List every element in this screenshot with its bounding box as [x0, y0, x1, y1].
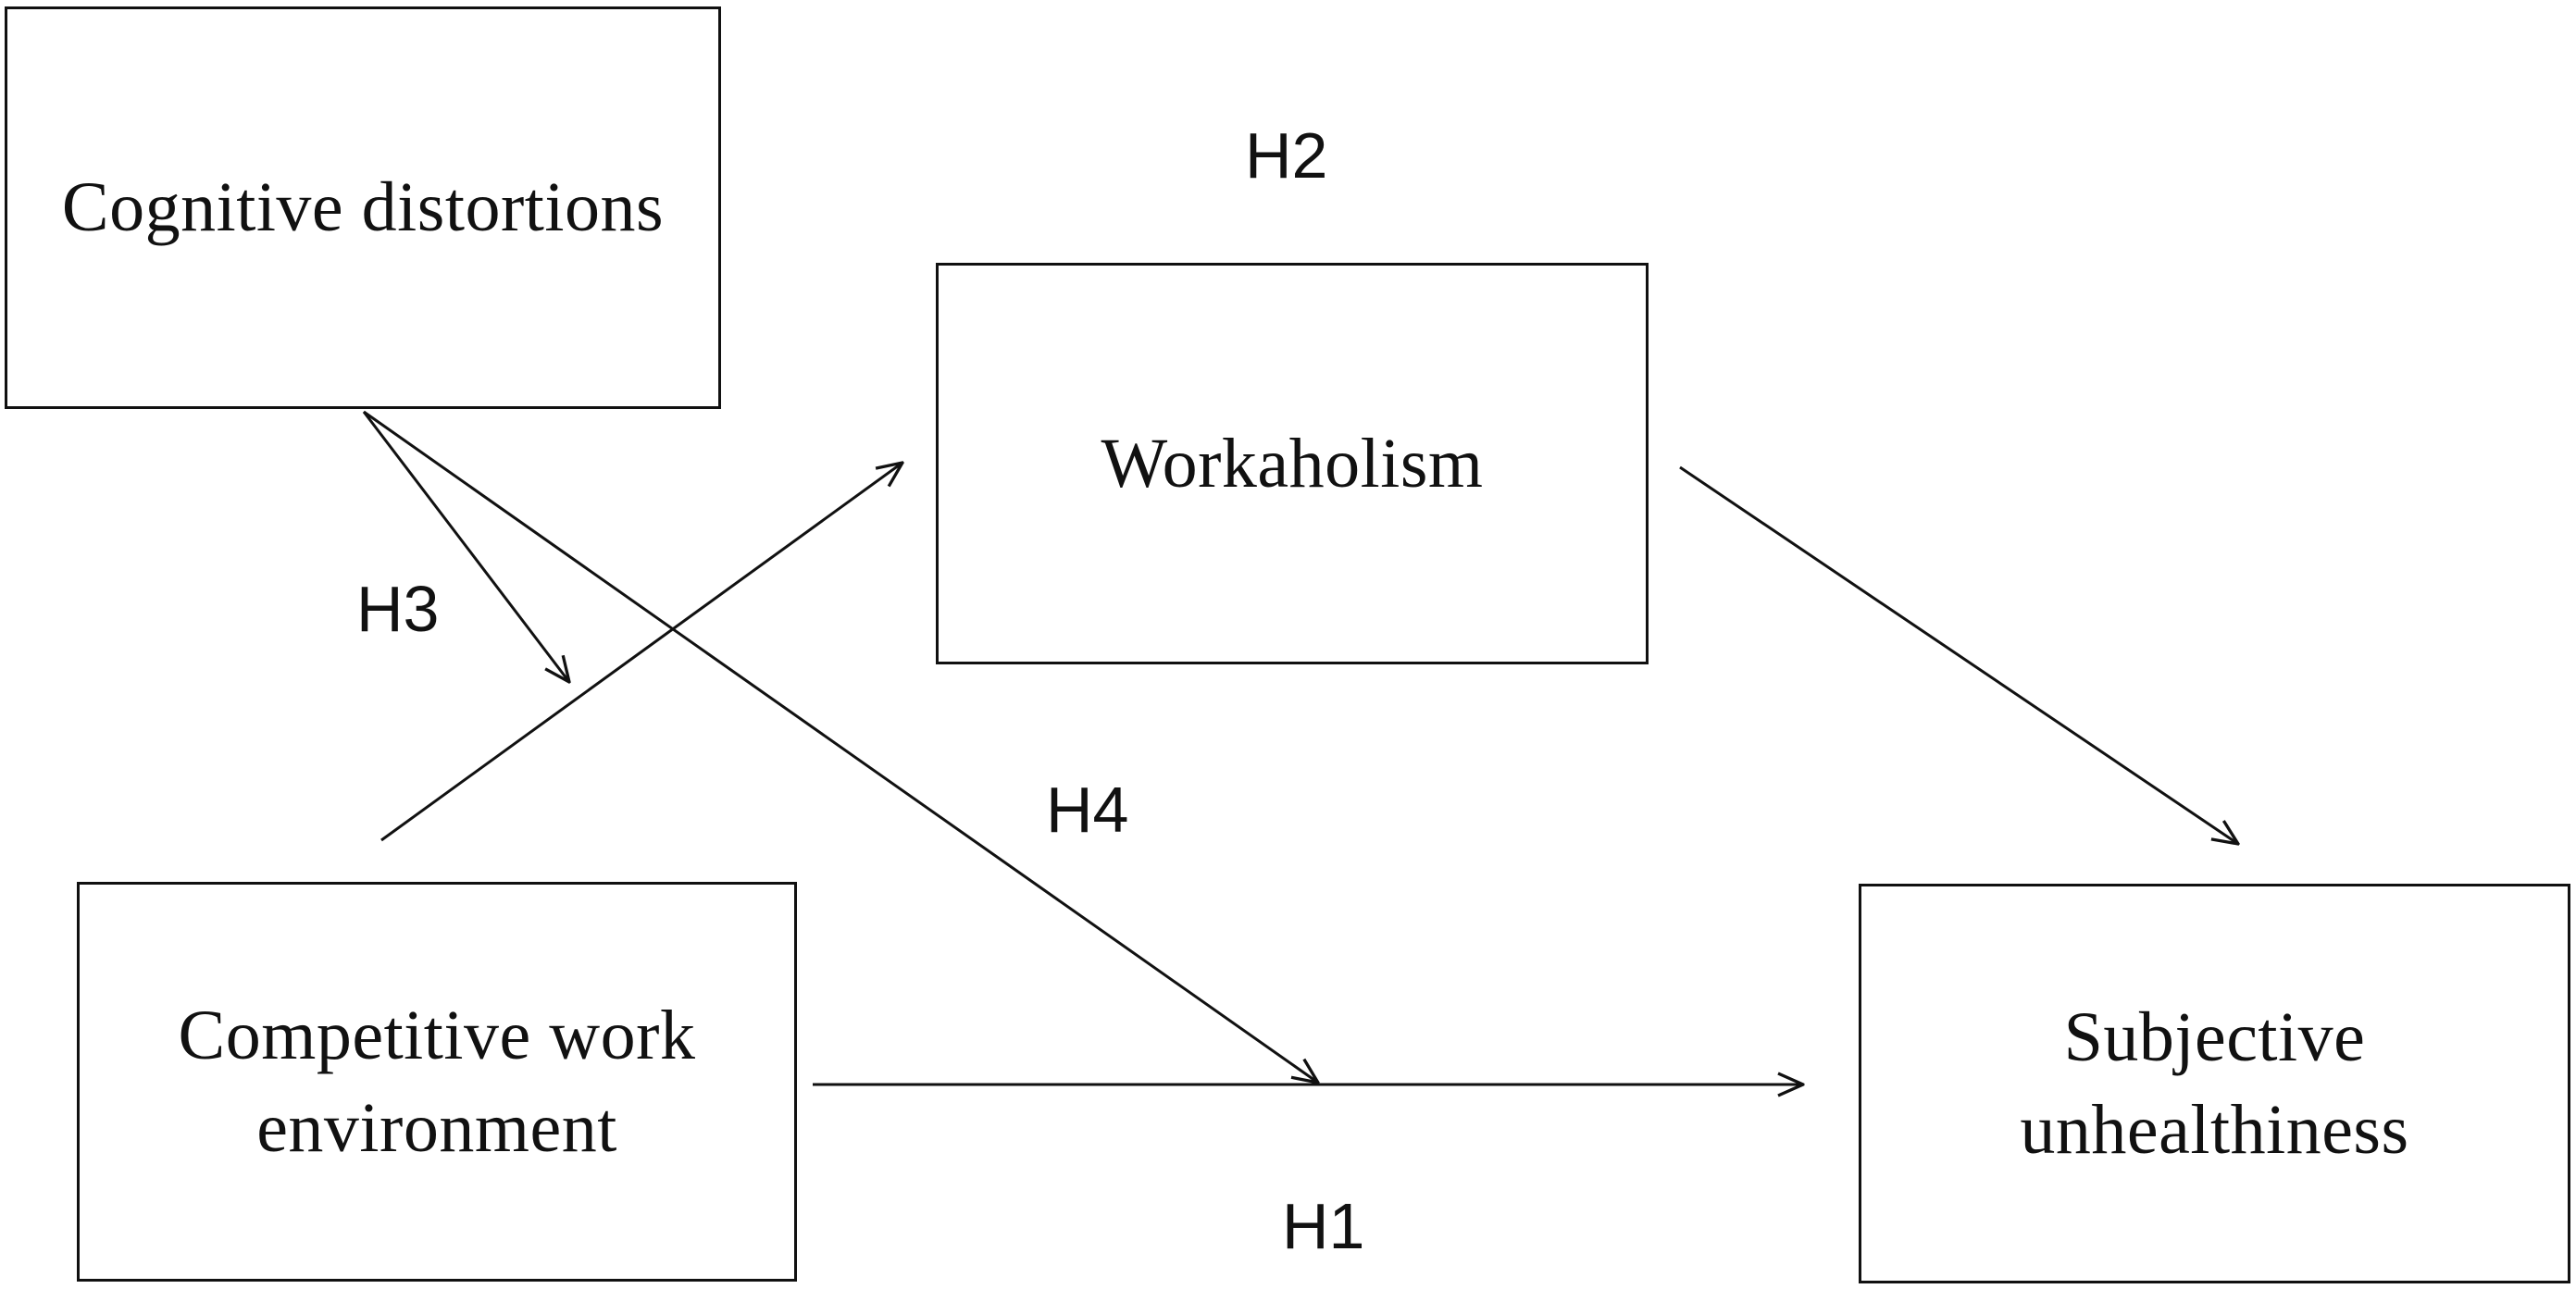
arrow-competitive-to-workaholism	[380, 463, 902, 842]
arrow-moderation-h3	[362, 411, 569, 682]
hypothesis-h1-label: H1	[1282, 1190, 1365, 1262]
subjective-unhealthiness-label-line1: Subjective	[2063, 998, 2366, 1076]
competitive-work-environment-label-line1: Competitive work	[178, 996, 696, 1074]
subjective-unhealthiness-box: Subjective unhealthiness	[1859, 884, 2570, 1283]
workaholism-box: Workaholism	[936, 263, 1649, 664]
subjective-unhealthiness-label: Subjective unhealthiness	[2020, 991, 2408, 1177]
cognitive-distortions-label: Cognitive distortions	[61, 168, 665, 247]
competitive-work-environment-box: Competitive work environment	[77, 882, 797, 1282]
workaholism-label: Workaholism	[1101, 424, 1484, 502]
competitive-work-environment-label-line2: environment	[256, 1089, 617, 1167]
arrow-workaholism-to-unhealthiness	[1679, 465, 2238, 844]
arrow-moderation-h4	[363, 410, 1318, 1083]
subjective-unhealthiness-label-line2: unhealthiness	[2020, 1091, 2409, 1169]
cognitive-distortions-box: Cognitive distortions	[5, 6, 721, 409]
hypothesis-h2-label: H2	[1245, 119, 1328, 192]
competitive-work-environment-label: Competitive work environment	[179, 989, 696, 1175]
hypothesis-h3-label: H3	[356, 573, 440, 645]
hypothesis-h4-label: H4	[1046, 774, 1129, 846]
